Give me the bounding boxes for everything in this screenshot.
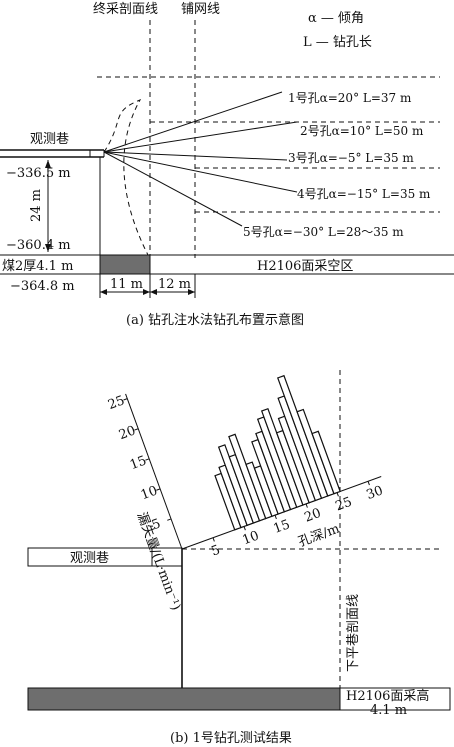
x-tick-label-30: 30 — [364, 483, 385, 503]
caption-b: (b) 1号钻孔测试结果 — [170, 731, 292, 746]
x-tick-20 — [305, 503, 308, 508]
seam-thickness-label: 煤2厚4.1 m — [2, 259, 73, 274]
face-block — [27, 687, 341, 711]
height-label: 24 m — [29, 189, 44, 222]
borehole-layout-diagram: 终采剖面线 铺网线 α — 倾角 L — 钻孔长 观测巷 −336.5 m 24… — [0, 1, 454, 328]
distance-label-1: 11 m — [110, 277, 143, 292]
x-tick-25 — [336, 492, 339, 497]
legend-alpha: α — 倾角 — [308, 11, 364, 26]
legend-length: L — 钻孔长 — [303, 35, 372, 50]
face-height-label-2: 4.1 m — [370, 703, 407, 718]
observation-roadway-label: 观测巷 — [30, 132, 69, 147]
roadway-section-line-label: 下平巷剖面线 — [346, 594, 361, 672]
y-tick-5 — [167, 518, 172, 521]
x-tick-label-10: 10 — [240, 528, 261, 548]
borehole-2-label: 2号孔α=10° L=50 m — [300, 124, 424, 138]
y-tick-label-20: 20 — [117, 423, 138, 443]
final-mining-line-label: 终采剖面线 — [93, 1, 158, 17]
borehole-5-label: 5号孔α=−30° L=28～35 m — [243, 225, 404, 239]
bar-depth-25 — [311, 430, 341, 495]
borehole-4-label: 4号孔α=−15° L=35 m — [297, 187, 431, 201]
y-tick-label-15: 15 — [128, 453, 149, 473]
borehole-5 — [103, 151, 243, 227]
elevation-label-2: −360.4 m — [6, 238, 71, 253]
x-tick-15 — [274, 514, 277, 520]
net-line-label: 铺网线 — [181, 2, 220, 17]
x-axis-label: 孔深/m — [296, 521, 341, 550]
borehole-1-label: 1号孔α=20° L=37 m — [288, 91, 412, 105]
borehole-3 — [103, 151, 288, 161]
y-tick-label-10: 10 — [139, 483, 160, 503]
y-tick-20 — [134, 428, 139, 431]
y-tick-label-25: 25 — [106, 393, 127, 413]
x-tick-5 — [212, 537, 215, 542]
seepage-envelope — [103, 99, 149, 256]
y-tick-25 — [123, 398, 128, 401]
caption-a: (a) 钻孔注水法钻孔布置示意图 — [126, 312, 304, 328]
observation-roadway-label-b: 观测巷 — [70, 551, 109, 566]
borehole-1 — [103, 91, 283, 153]
x-tick-label-15: 15 — [271, 517, 292, 537]
y-tick-15 — [145, 458, 150, 461]
borehole-2 — [103, 121, 298, 153]
borehole-test-results: 观测巷 下平巷剖面线 H2106面采高 4.1 m 51015202530510… — [27, 370, 451, 746]
y-axis — [125, 393, 183, 550]
face-height-label-1: H2106面采高 — [346, 688, 429, 704]
goaf-label: H2106面采空区 — [257, 259, 353, 274]
borehole-4 — [103, 151, 298, 193]
borehole-3-label: 3号孔α=−5° L=35 m — [288, 151, 414, 165]
distance-label-2: 12 m — [158, 277, 191, 292]
x-tick-label-25: 25 — [333, 495, 354, 515]
x-tick-10 — [243, 526, 246, 531]
remaining-coal-block — [99, 254, 151, 275]
x-tick-label-20: 20 — [302, 506, 323, 526]
x-tick-label-5: 5 — [209, 543, 222, 560]
elevation-label-3: −364.8 m — [10, 279, 75, 294]
x-tick-30 — [367, 481, 370, 486]
y-tick-10 — [156, 488, 161, 491]
elevation-label-1: −336.5 m — [6, 166, 71, 181]
